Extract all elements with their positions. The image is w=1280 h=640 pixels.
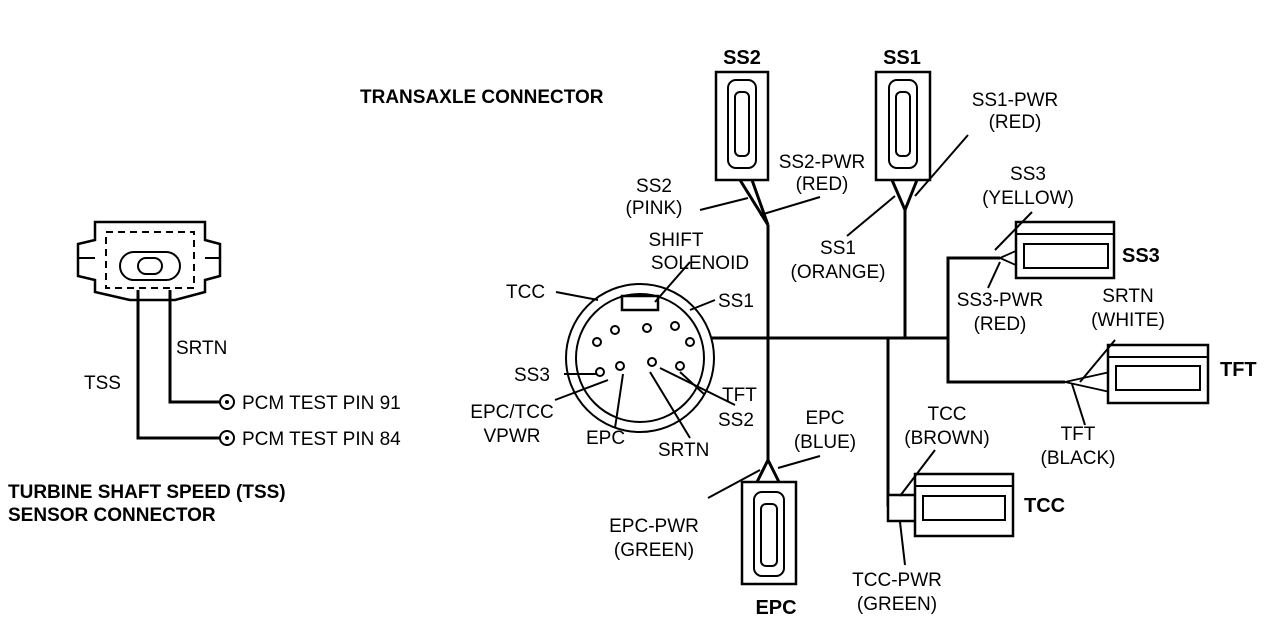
epc-solenoid-label: EPC — [755, 597, 796, 619]
epc-blue-label: EPC — [805, 408, 844, 429]
ss2-pink-color: (PINK) — [626, 198, 683, 219]
tft-sensor-label: TFT — [1220, 359, 1257, 381]
ss3-solenoid-label: SS3 — [1122, 245, 1160, 267]
ss2-pwr-color: (RED) — [796, 174, 849, 195]
tcc-pwr-color: (GREEN) — [857, 594, 937, 615]
ss1-solenoid-label: SS1 — [883, 47, 921, 69]
pin-tft-label: TFT — [722, 385, 757, 406]
tss-wires — [136, 290, 235, 446]
ss2-pink-label: SS2 — [636, 176, 672, 197]
pcm-test-pin-91-label: PCM TEST PIN 91 — [242, 393, 401, 414]
epc-pwr-label: EPC-PWR — [609, 516, 699, 537]
tft-black-color: (BLACK) — [1041, 448, 1116, 469]
ss3-pwr-label: SS3-PWR — [957, 290, 1044, 311]
pcm-test-pin-84-label: PCM TEST PIN 84 — [242, 429, 401, 450]
ss3-pwr-color: (RED) — [974, 314, 1027, 335]
pin-epc-tcc-label: EPC/TCC — [470, 402, 553, 423]
shift-solenoid-label-line2: SOLENOID — [651, 253, 749, 274]
ss2-pwr-label: SS2-PWR — [779, 152, 866, 173]
epc-blue-color: (BLUE) — [794, 432, 856, 453]
tcc-solenoid-connector — [886, 472, 1015, 538]
pin-ss2-label: SS2 — [718, 410, 754, 431]
pin-vpwr-label: VPWR — [484, 426, 541, 447]
ss1-solenoid-connector — [874, 70, 932, 182]
tcc-brown-label: TCC — [927, 404, 966, 425]
shift-solenoid-label: SHIFT — [649, 230, 704, 251]
transaxle-connector — [565, 283, 715, 433]
pin-ss1-label: SS1 — [718, 291, 754, 312]
epc-pwr-color: (GREEN) — [614, 540, 694, 561]
tss-connector-title: TURBINE SHAFT SPEED (TSS) — [8, 482, 286, 503]
srtn-white-color: (WHITE) — [1091, 310, 1165, 331]
ss1-pwr-label: SS1-PWR — [972, 90, 1059, 111]
leader-lines — [554, 134, 1116, 566]
ss1-pwr-color: (RED) — [989, 112, 1042, 133]
tss-connector-subtitle: SENSOR CONNECTOR — [8, 505, 216, 526]
ss2-solenoid-label: SS2 — [723, 47, 761, 69]
tft-black-label: TFT — [1061, 424, 1096, 445]
ss3-solenoid-connector — [999, 220, 1116, 280]
pin-ss3-label: SS3 — [514, 365, 550, 386]
pin-srtn-label: SRTN — [658, 440, 709, 461]
pin-epc-label: EPC — [586, 428, 625, 449]
transaxle-connector-title: TRANSAXLE CONNECTOR — [360, 87, 604, 108]
epc-solenoid-connector — [740, 480, 798, 586]
tcc-pwr-label: TCC-PWR — [852, 570, 942, 591]
tcc-solenoid-label: TCC — [1024, 495, 1065, 517]
tcc-brown-color: (BROWN) — [904, 428, 989, 449]
ss1-orange-color: (ORANGE) — [791, 262, 886, 283]
tss-tss-label: TSS — [84, 373, 121, 394]
tss-srtn-label: SRTN — [176, 338, 227, 359]
ss1-orange-label: SS1 — [820, 238, 856, 259]
pin-tcc-label: TCC — [506, 282, 545, 303]
ss2-solenoid-connector — [714, 70, 770, 182]
tss-sensor-connector — [76, 220, 222, 302]
ss3-yellow-label: SS3 — [1010, 164, 1046, 185]
main-harness — [712, 179, 1065, 507]
srtn-white-label: SRTN — [1102, 286, 1153, 307]
ss3-yellow-color: (YELLOW) — [982, 188, 1074, 209]
tft-sensor-connector — [1064, 343, 1210, 405]
